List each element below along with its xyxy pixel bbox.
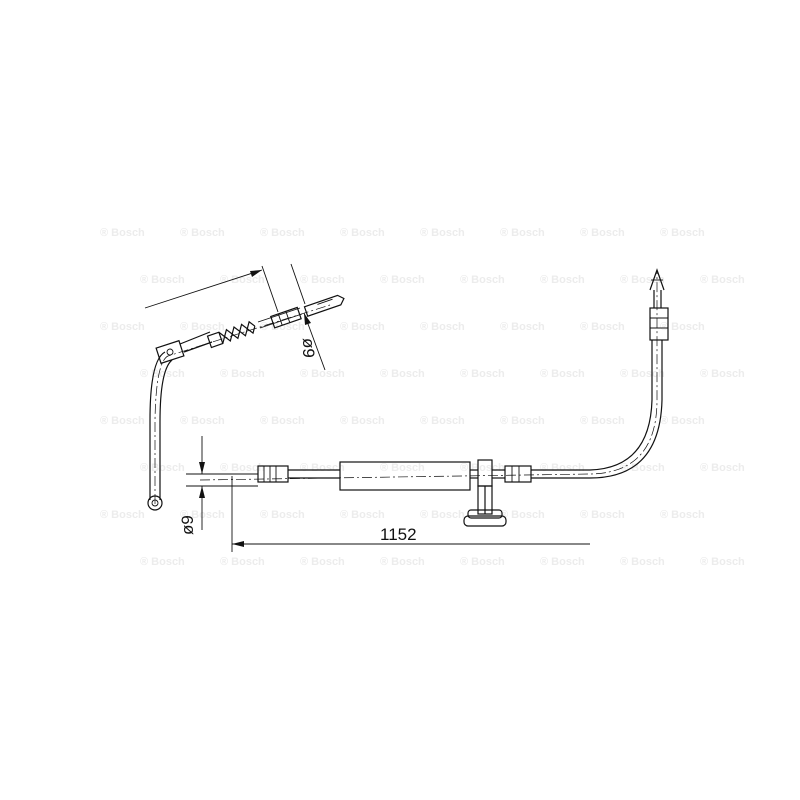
watermark-text: ® Bosch xyxy=(260,415,305,427)
watermark-text: ® Bosch xyxy=(180,321,225,333)
watermark-text: ® Bosch xyxy=(300,462,345,474)
watermark-text: ® Bosch xyxy=(300,274,345,286)
left-end-fork xyxy=(303,294,345,318)
watermark-text: ® Bosch xyxy=(260,227,305,239)
watermark-text: ® Bosch xyxy=(580,509,625,521)
watermark-text: ® Bosch xyxy=(300,368,345,380)
watermark-text: ® Bosch xyxy=(500,227,545,239)
right-end-clip xyxy=(649,307,669,341)
watermark-text: ® Bosch xyxy=(420,227,465,239)
watermark-text: ® Bosch xyxy=(420,415,465,427)
length-dimension: 1152 xyxy=(231,476,590,552)
diameter-dimension-right: ø9 xyxy=(144,263,326,371)
watermark-text: ® Bosch xyxy=(540,274,585,286)
diameter-label-left: ø9 xyxy=(178,515,197,535)
watermark-text: ® Bosch xyxy=(140,274,185,286)
rubber-grommet xyxy=(467,509,503,519)
watermark-text: ® Bosch xyxy=(460,368,505,380)
main-cable xyxy=(196,270,663,527)
watermark-text: ® Bosch xyxy=(460,462,505,474)
watermark-text: ® Bosch xyxy=(540,462,585,474)
diameter-dimension-left: ø9 xyxy=(178,436,212,535)
watermark-text: ® Bosch xyxy=(380,368,425,380)
watermark-text: ® Bosch xyxy=(500,415,545,427)
watermark-text: ® Bosch xyxy=(340,227,385,239)
watermark-text: ® Bosch xyxy=(220,556,265,568)
watermark-text: ® Bosch xyxy=(500,321,545,333)
watermark-text: ® Bosch xyxy=(380,274,425,286)
watermark-layer: ® Bosch ® Bosch ® Bosch ® Bosch ® Bosch ® Bos… xyxy=(100,227,745,568)
watermark-text: ® Bosch xyxy=(620,368,665,380)
watermark-text: ® Bosch xyxy=(580,227,625,239)
left-hook-cable xyxy=(147,294,345,511)
diameter-label-right: ø9 xyxy=(299,338,318,358)
watermark-text: ® Bosch xyxy=(220,462,265,474)
watermark-text: ® Bosch xyxy=(100,415,145,427)
watermark-text: ® Bosch xyxy=(260,321,305,333)
watermark-text: ® Bosch xyxy=(300,556,345,568)
right-end-fitting xyxy=(649,268,669,341)
spring-coil xyxy=(206,320,256,349)
watermark-text: ® Bosch xyxy=(580,415,625,427)
watermark-text: ® Bosch xyxy=(220,368,265,380)
watermark-text: ® Bosch xyxy=(540,368,585,380)
watermark-text: ® Bosch xyxy=(380,556,425,568)
watermark-text: ® Bosch xyxy=(100,509,145,521)
watermark-text: ® Bosch xyxy=(100,321,145,333)
watermark-text: ® Bosch xyxy=(660,321,705,333)
watermark-text: ® Bosch xyxy=(340,321,385,333)
left-ferrule xyxy=(257,465,289,483)
left-end-eyelet xyxy=(147,495,163,511)
watermark-text: ® Bosch xyxy=(460,274,505,286)
watermark-text: ® Bosch xyxy=(340,509,385,521)
watermark-text: ® Bosch xyxy=(660,227,705,239)
watermark-text: ® Bosch xyxy=(220,274,265,286)
watermark-text: ® Bosch xyxy=(700,556,745,568)
watermark-text: ® Bosch xyxy=(420,509,465,521)
watermark-text: ® Bosch xyxy=(500,509,545,521)
watermark-text: ® Bosch xyxy=(100,227,145,239)
watermark-text: ® Bosch xyxy=(180,509,225,521)
watermark-text: ® Bosch xyxy=(380,462,425,474)
watermark-text: ® Bosch xyxy=(620,462,665,474)
right-ferrule xyxy=(504,465,532,483)
watermark-text: ® Bosch xyxy=(460,556,505,568)
length-label: 1152 xyxy=(380,525,417,544)
watermark-text: ® Bosch xyxy=(620,556,665,568)
watermark-text: ® Bosch xyxy=(660,415,705,427)
watermark-text: ® Bosch xyxy=(340,415,385,427)
watermark-text: ® Bosch xyxy=(140,368,185,380)
left-nipple xyxy=(269,306,302,329)
watermark-text: ® Bosch xyxy=(700,368,745,380)
watermark-text: ® Bosch xyxy=(580,321,625,333)
watermark-text: ® Bosch xyxy=(540,556,585,568)
watermark-text: ® Bosch xyxy=(660,509,705,521)
watermark-text: ® Bosch xyxy=(700,462,745,474)
watermark-text: ® Bosch xyxy=(140,462,185,474)
watermark-text: ® Bosch xyxy=(140,556,185,568)
watermark-text: ® Bosch xyxy=(180,227,225,239)
watermark-text: ® Bosch xyxy=(180,415,225,427)
left-end-clip xyxy=(155,339,185,365)
watermark-text: ® Bosch xyxy=(260,509,305,521)
watermark-text: ® Bosch xyxy=(420,321,465,333)
watermark-text: ® Bosch xyxy=(620,274,665,286)
watermark-text: ® Bosch xyxy=(700,274,745,286)
